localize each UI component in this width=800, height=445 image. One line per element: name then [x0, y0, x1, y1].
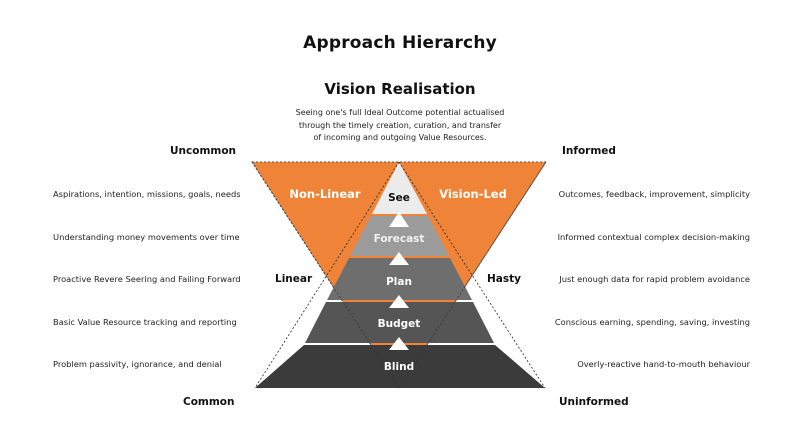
pyramid-level-see: [372, 162, 427, 214]
dotted-guide-line: [251, 161, 400, 389]
apex-description-line: Seeing one's full Ideal Outcome potentia…: [295, 108, 505, 117]
side-label-left: Linear: [275, 273, 313, 285]
level-see-right-note: Outcomes, feedback, improvement, simplic…: [558, 189, 750, 199]
level-forecast-right-note: Informed contextual complex decision-mak…: [557, 232, 750, 242]
corner-bottom-right: Uninformed: [559, 396, 629, 408]
dotted-guide-line: [398, 161, 546, 389]
corner-bottom-left: Common: [183, 396, 235, 408]
corner-top-left: Uncommon: [170, 145, 237, 157]
level-separator-arrow: [389, 337, 409, 350]
apex-description: Seeing one's full Ideal Outcome potentia…: [250, 107, 550, 145]
level-see-left-note: Aspirations, intention, missions, goals,…: [53, 189, 241, 199]
level-label-plan: Plan: [386, 276, 412, 288]
pyramid-level-forecast: [350, 216, 449, 256]
level-label-budget: Budget: [378, 318, 421, 330]
pyramid-level-blind: [255, 345, 545, 388]
level-label-blind: Blind: [384, 361, 414, 373]
level-label-see: See: [388, 192, 410, 204]
pyramid-level-budget: [305, 302, 494, 343]
diagram-title: Approach Hierarchy: [303, 33, 497, 53]
level-budget-left-note: Basic Value Resource tracking and report…: [53, 317, 237, 327]
level-plan-right-note: Just enough data for rapid problem avoid…: [559, 274, 750, 284]
level-budget-right-note: Conscious earning, spending, saving, inv…: [554, 317, 750, 327]
inverted-triangle-left-label: Non-Linear: [289, 187, 361, 201]
apex-heading: Vision Realisation: [324, 80, 476, 98]
level-forecast-left-note: Understanding money movements over time: [53, 232, 240, 242]
inverted-triangle-right-label: Vision-Led: [439, 187, 507, 201]
side-label-right: Hasty: [487, 273, 521, 285]
level-separator-arrow: [389, 295, 409, 308]
level-separator-arrow: [389, 252, 409, 265]
level-plan-left-note: Proactive Revere Seering and Failing For…: [53, 274, 241, 284]
apex-description-line: of incoming and outgoing Value Resources…: [313, 133, 487, 142]
level-blind-right-note: Overly-reactive hand-to-mouth behaviour: [577, 359, 750, 369]
pyramid-level-plan: [327, 258, 472, 300]
dotted-guide-line: [254, 161, 400, 389]
level-separator-arrow: [389, 212, 409, 227]
corner-top-right: Informed: [562, 145, 616, 157]
dotted-guide-line: [398, 161, 547, 389]
apex-description-line: through the timely creation, curation, a…: [298, 120, 502, 130]
level-blind-left-note: Problem passivity, ignorance, and denial: [53, 359, 222, 369]
level-label-forecast: Forecast: [374, 233, 425, 245]
